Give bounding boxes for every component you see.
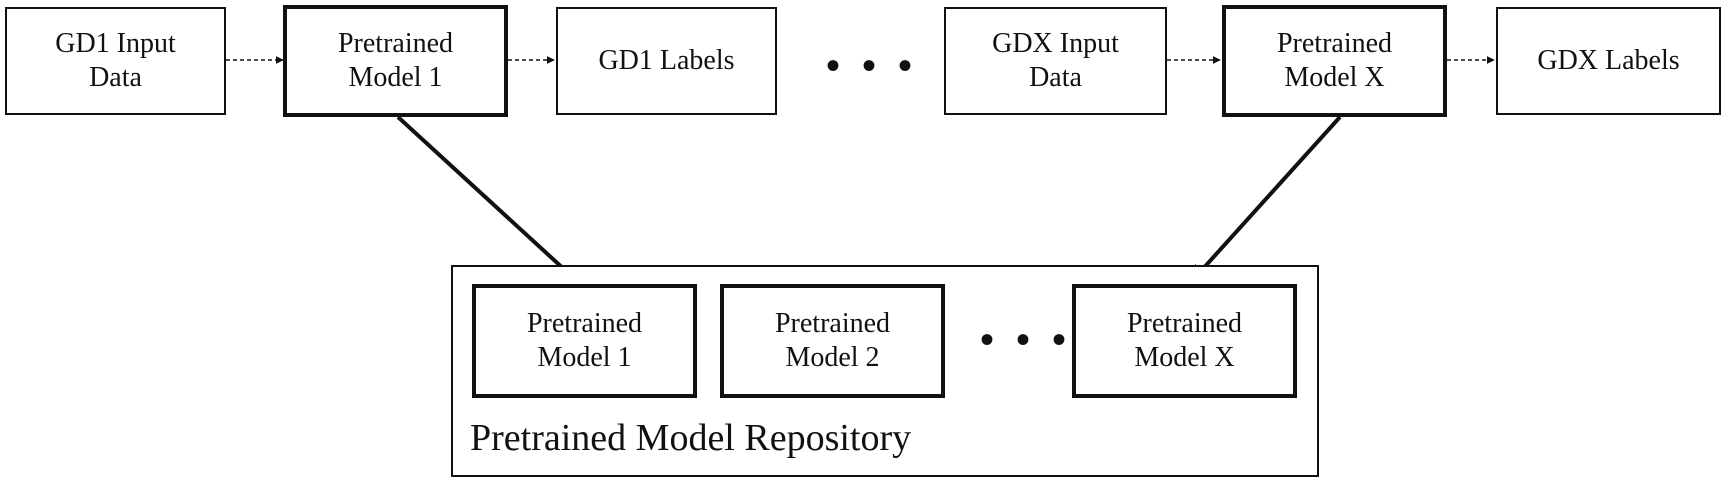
gd1-labels-box: GD1 Labels <box>556 7 777 115</box>
gd1-input-data-box: GD1 Input Data <box>5 7 226 115</box>
top-row-ellipsis: • • • <box>826 43 919 88</box>
repository-model-2-box: Pretrained Model 2 <box>720 284 945 398</box>
pretrained-model-1-box: Pretrained Model 1 <box>283 5 508 117</box>
repository-label: Pretrained Model Repository <box>470 417 912 459</box>
repository-model-x-box: Pretrained Model X <box>1072 284 1297 398</box>
gdx-input-data-box: GDX Input Data <box>944 7 1167 115</box>
repository-model-1-box: Pretrained Model 1 <box>472 284 697 398</box>
arrow-model-x-to-repository <box>1189 115 1342 284</box>
arrow-model-1-to-repository <box>396 115 580 284</box>
repository-ellipsis: • • • <box>980 317 1073 362</box>
pretrained-model-x-box: Pretrained Model X <box>1222 5 1447 117</box>
gdx-labels-box: GDX Labels <box>1496 7 1721 115</box>
